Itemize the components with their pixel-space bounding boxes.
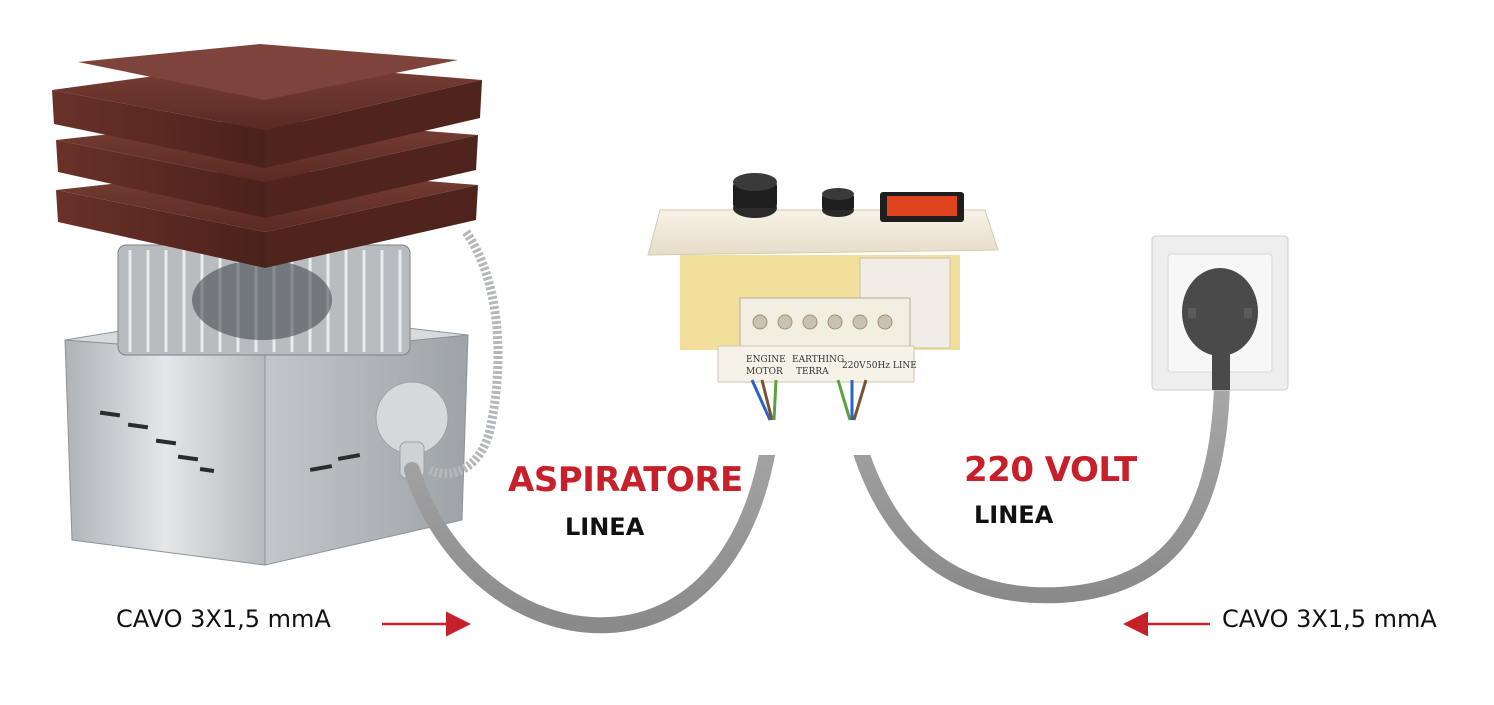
steel-base-front (64, 339, 266, 566)
wall-socket (1151, 235, 1289, 391)
cable-left (404, 412, 780, 634)
term-motor: MOTOR (746, 367, 783, 377)
louvered-cap (52, 44, 482, 268)
fan-motor (192, 260, 332, 340)
cable-right (844, 377, 1230, 604)
term-220v: 220V (842, 361, 866, 371)
label-linea-right: LINEA (974, 501, 1054, 529)
term-terra: TERRA (796, 367, 829, 377)
label-linea-left: LINEA (565, 513, 645, 541)
term-line: 50Hz LINE (866, 361, 917, 371)
label-cavo-right: CAVO 3X1,5 mmA (1222, 605, 1437, 633)
term-earthing: EARTHING (792, 355, 844, 365)
label-cavo-left: CAVO 3X1,5 mmA (116, 605, 331, 633)
label-220-volt: 220 VOLT (964, 450, 1137, 490)
speed-controller: ENGINE MOTOR EARTHING TERRA 220V 50Hz LI… (642, 165, 999, 455)
vent-slots (99, 410, 361, 473)
chimney-fan-unit (52, 44, 482, 566)
label-aspiratore: ASPIRATORE (508, 460, 743, 500)
flex-conduit (427, 229, 503, 479)
term-engine: ENGINE (746, 355, 786, 365)
terminal-block (739, 297, 911, 347)
